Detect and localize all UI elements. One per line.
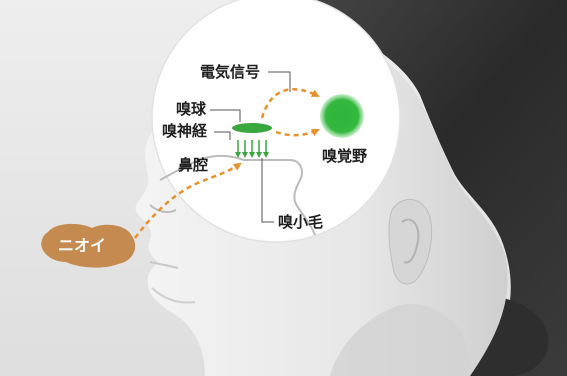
label-electric-signal: 電気信号 <box>200 63 260 81</box>
label-olfactory-bulb: 嗅球 <box>176 100 207 118</box>
label-olfactory-area: 嗅覚野 <box>322 147 367 165</box>
label-odor: ニオイ <box>58 236 106 255</box>
olfactory-cortex <box>320 94 364 138</box>
label-olfactory-cilia: 嗅小毛 <box>278 213 323 231</box>
olfactory-bulb <box>232 123 272 133</box>
label-olfactory-nerve: 嗅神経 <box>162 122 208 140</box>
label-nasal-cavity: 鼻腔 <box>178 156 208 174</box>
